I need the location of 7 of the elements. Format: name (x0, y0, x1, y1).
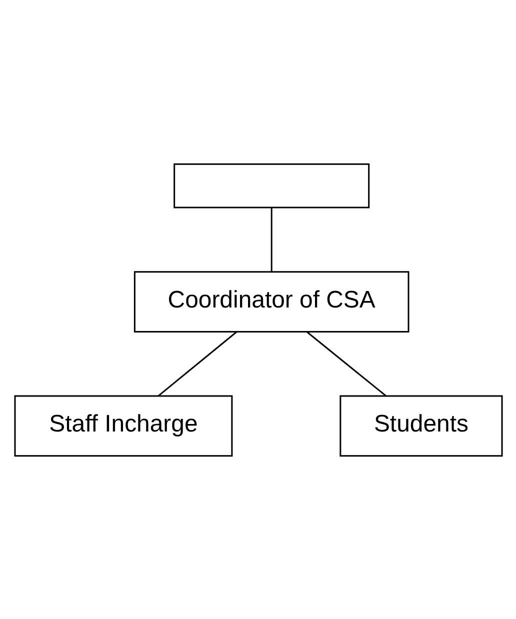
node-box (173, 162, 370, 208)
node-box: Staff Incharge (14, 394, 232, 456)
connector (306, 330, 386, 396)
node-box: Students (339, 394, 502, 456)
node-box: Coordinator of CSA (133, 270, 409, 332)
connector (157, 330, 236, 396)
connector (270, 208, 272, 272)
